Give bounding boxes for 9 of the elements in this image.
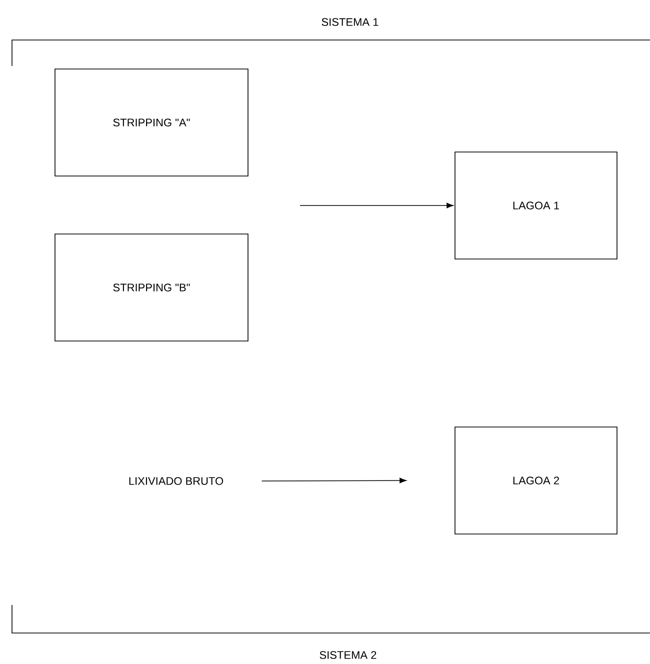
source-label: LIXIVIADO BRUTO xyxy=(129,477,224,485)
process-box: LAGOA 1 xyxy=(454,152,618,260)
process-box: STRIPPING "B" xyxy=(54,234,248,342)
process-box: LAGOA 2 xyxy=(454,426,618,534)
arrow xyxy=(261,478,406,484)
process-box: STRIPPING "A" xyxy=(54,68,248,176)
system-label: SISTEMA 2 xyxy=(320,651,376,659)
system-label: SISTEMA 1 xyxy=(322,18,378,26)
arrow xyxy=(300,202,454,208)
